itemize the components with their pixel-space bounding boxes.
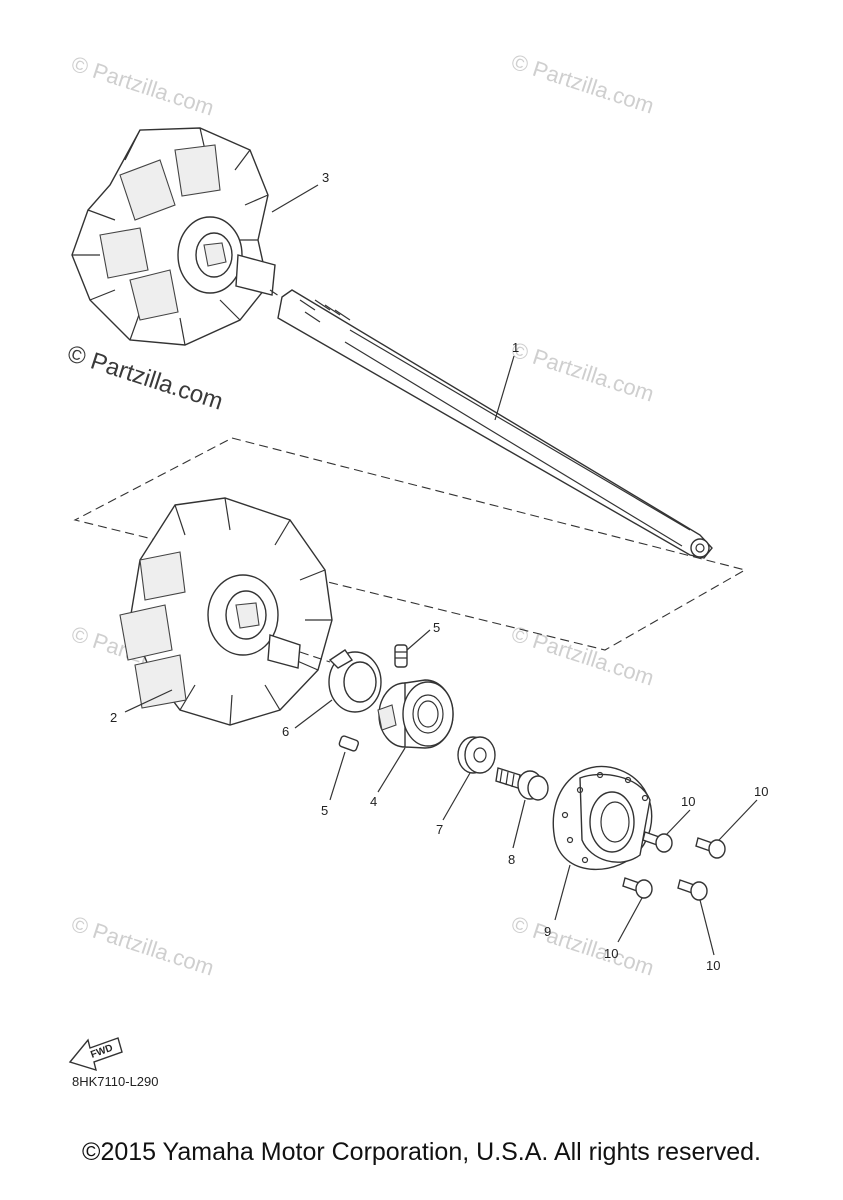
callout-10-c: 10: [604, 946, 618, 961]
flange-bolt: [677, 879, 708, 901]
callout-10-d: 10: [706, 958, 720, 973]
callout-4: 4: [370, 794, 377, 809]
bolt: [495, 767, 549, 801]
watermark: © Partzilla.com: [508, 49, 657, 119]
callout-7: 7: [436, 822, 443, 837]
set-screw-lower: [338, 735, 360, 752]
flange-bolt: [622, 877, 653, 899]
callout-10-b: 10: [754, 784, 768, 799]
diagram-code: 8HK7110-L290: [72, 1074, 159, 1089]
housing-plate: [552, 765, 653, 871]
sprocket-lower: [119, 497, 333, 726]
sprocket-upper: [71, 127, 286, 346]
callout-3: 3: [322, 170, 329, 185]
assembly-outline: [73, 437, 747, 651]
callout-9: 9: [544, 924, 551, 939]
nut: [457, 736, 496, 774]
callout-6: 6: [282, 724, 289, 739]
flange-bolt: [642, 831, 673, 853]
watermark: © Partzilla.com: [508, 337, 657, 407]
bearing: [377, 679, 454, 749]
callout-5-upper: 5: [433, 620, 440, 635]
drive-shaft: [277, 289, 713, 559]
callout-1: 1: [512, 340, 519, 355]
collar: [328, 649, 382, 713]
callout-5-lower: 5: [321, 803, 328, 818]
set-screw-upper: [394, 644, 408, 668]
copyright-notice: ©2015 Yamaha Motor Corporation, U.S.A. A…: [82, 1138, 761, 1166]
fwd-arrow-icon: FWD: [68, 1037, 123, 1072]
callout-10-a: 10: [681, 794, 695, 809]
callout-8: 8: [508, 852, 515, 867]
watermark: © Partzilla.com: [68, 911, 217, 981]
callout-2: 2: [110, 710, 117, 725]
leader-lines: [124, 184, 758, 956]
flange-bolt: [695, 837, 726, 859]
watermark: © Partzilla.com: [68, 51, 217, 121]
watermark: © Partzilla.com: [508, 621, 657, 691]
watermark: © Partzilla.com: [508, 911, 657, 981]
watermark: © Partzilla.com: [64, 340, 226, 416]
